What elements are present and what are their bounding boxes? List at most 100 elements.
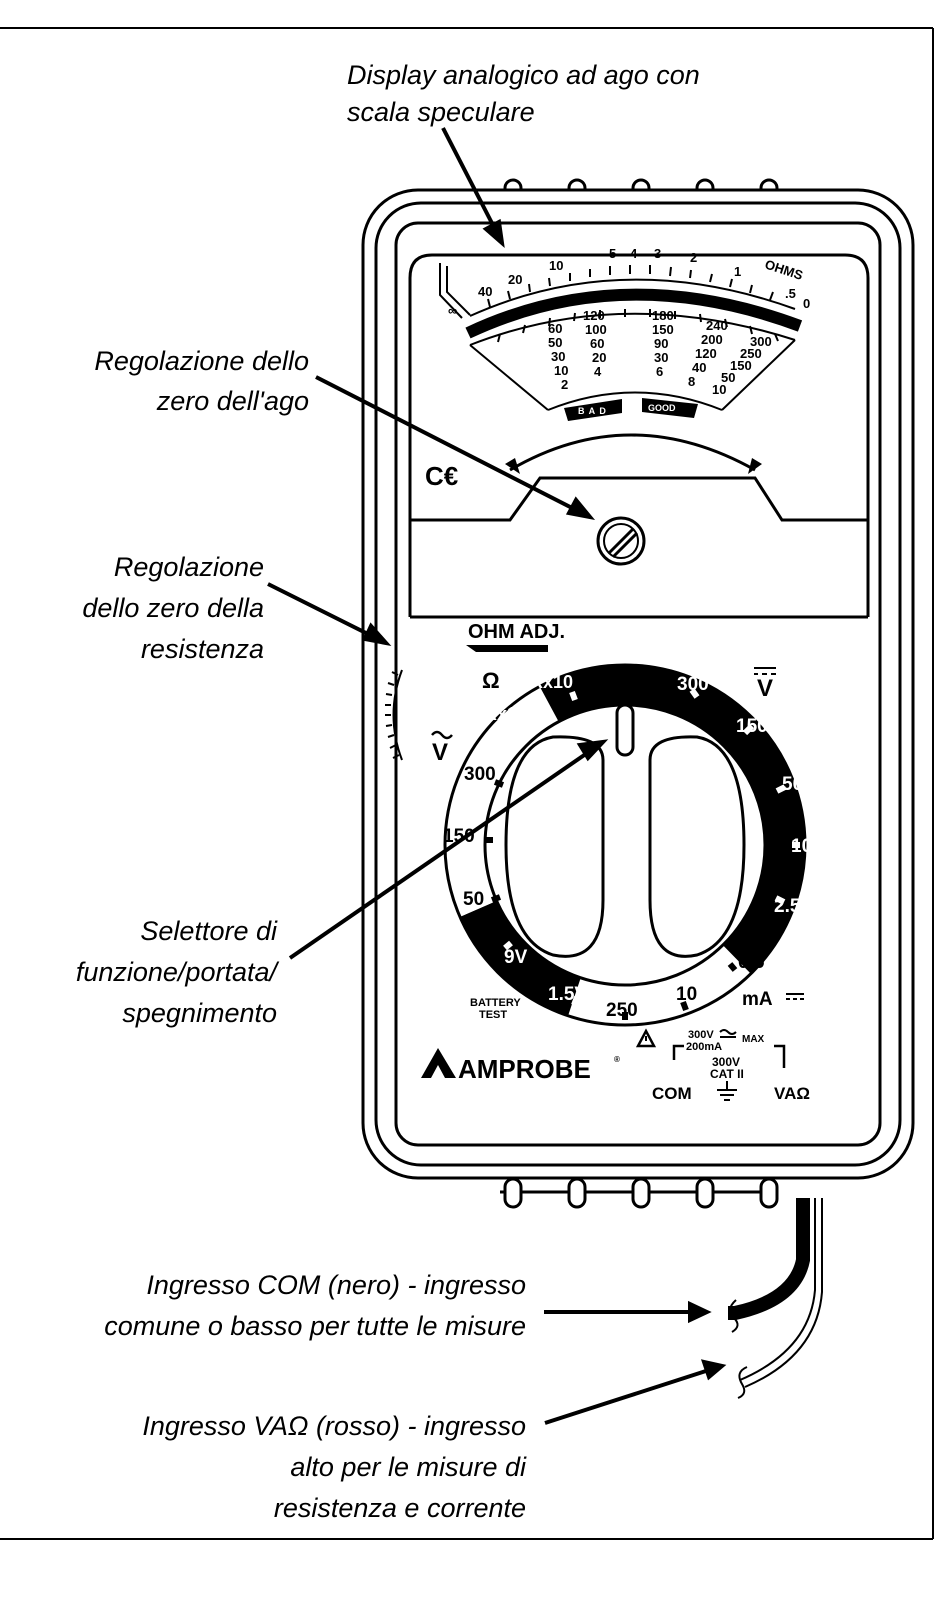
scale-value: 150: [652, 322, 674, 337]
dial-dc-150: 150: [736, 716, 768, 737]
selector-line1: Selettore di: [140, 916, 278, 946]
brand-name: AMPROBE: [458, 1054, 591, 1084]
rating-voltage: 300V: [688, 1029, 714, 1041]
dial-tick-marks: [503, 688, 800, 1007]
dial-labels: OFF Ω Rx10 Rx1k V V 300 150 50 10 2.5 0.…: [431, 667, 812, 1021]
ground-icon: [717, 1081, 737, 1101]
scale-column-2: 120 100 60 20 4: [583, 308, 607, 379]
scale-value: 60: [548, 321, 562, 336]
va-input-callout: Ingresso VAΩ (rosso) - ingresso alto per…: [142, 1411, 527, 1523]
ohm-adj-label: OHM ADJ.: [468, 621, 565, 643]
dial-dc-10: 10: [791, 836, 812, 857]
dial-off: OFF: [607, 670, 649, 693]
com-input-callout: Ingresso COM (nero) - ingresso comune o …: [104, 1270, 526, 1341]
ohm-range-symbol: Ω: [482, 668, 500, 693]
scale-value: 6: [656, 364, 663, 379]
selector-callout: Selettore di funzione/portata/ spegnimen…: [76, 916, 280, 1028]
bottom-strap-loops: [500, 1177, 779, 1209]
ohms-tick-label: 40: [478, 284, 492, 299]
display-window: [408, 253, 870, 619]
leader-arrows: [267, 127, 727, 1425]
scale-column-4: 240 200 120 40 8: [688, 318, 728, 389]
range-dial[interactable]: [443, 663, 807, 1028]
scale-value: 240: [706, 318, 728, 333]
va-input-line3: resistenza e corrente: [274, 1493, 526, 1523]
ohms-tick-label: 5: [609, 246, 616, 261]
scale-value: 120: [583, 308, 605, 323]
ohms-tick-label: 10: [549, 258, 563, 273]
scale-value: 50: [721, 370, 735, 385]
scale-value: 200: [701, 332, 723, 347]
ce-mark: C€: [425, 461, 458, 491]
scale-value: 120: [695, 346, 717, 361]
ohm-adj-thumbwheel[interactable]: [385, 669, 403, 761]
good-label: GOOD: [648, 403, 676, 413]
dial-9v: 9V: [504, 947, 528, 968]
ohms-tick-label: 1: [734, 264, 741, 279]
dc-scale-ticks: [497, 309, 779, 343]
pivot-cover: [509, 433, 756, 472]
mirror-band: [465, 288, 803, 339]
needle-zero-screw[interactable]: [596, 516, 646, 566]
meter-body: [394, 221, 882, 1147]
needle-zero-callout: Regolazione dello zero dell'ago: [94, 346, 309, 416]
needle: [439, 263, 471, 319]
va-input-line1: Ingresso VAΩ (rosso) - ingresso: [142, 1411, 526, 1441]
cat-voltage: 300V: [712, 1055, 740, 1069]
ohms-tick-label: .5: [785, 286, 796, 301]
ohms-tick-label: 2: [690, 250, 697, 265]
scale-value: 10: [712, 382, 726, 397]
scale-fan-edge: [469, 339, 796, 411]
display-callout: Display analogico ad ago con scala specu…: [347, 60, 700, 127]
scale-value: 180: [652, 308, 674, 323]
dial-rx1k: Rx1k: [484, 704, 528, 724]
scale-value: 30: [654, 350, 668, 365]
scale-column-5: 300 250 150 50 10: [712, 334, 772, 397]
ohms-tick-label: 0: [803, 296, 810, 311]
scale-value: 8: [688, 374, 695, 389]
dial-dc-300: 300: [677, 674, 709, 695]
scale-value: 250: [740, 346, 762, 361]
dial-tick-marks-dark: [485, 779, 738, 1020]
scale-value: 2: [561, 377, 568, 392]
needle-zero-line2: zero dell'ago: [156, 386, 309, 416]
dial-ac-50: 50: [463, 889, 484, 910]
battery-test-line2: TEST: [479, 1009, 507, 1021]
battery-zone: B A D GOOD: [564, 398, 698, 421]
bad-label: B A D: [578, 406, 607, 416]
scale-value: 50: [548, 335, 562, 350]
ohms-arc: [469, 278, 796, 317]
rating-current: 200mA: [686, 1041, 722, 1053]
dial-ma-250: 250: [606, 1000, 638, 1021]
ac-wave-icon: [431, 730, 453, 740]
rating-max: MAX: [742, 1034, 765, 1045]
display-caption-line2: scala speculare: [347, 97, 535, 127]
dial-ac-300: 300: [464, 764, 496, 785]
battery-test-line1: BATTERY: [470, 997, 521, 1009]
holster-inner: [374, 201, 902, 1167]
scale-value: 90: [654, 336, 668, 351]
acv-symbol: V: [432, 739, 448, 766]
com-input-line1: Ingresso COM (nero) - ingresso: [146, 1270, 526, 1300]
scale-column-1: 60 50 30 10 2: [548, 321, 568, 392]
scale-value: 40: [692, 360, 706, 375]
selector-line3: spegnimento: [122, 998, 277, 1028]
ohm-zero-callout: Regolazione dello zero della resistenza: [82, 552, 264, 664]
scale-column-3: 180 150 90 30 6: [652, 308, 674, 379]
com-lead-black: [728, 1198, 810, 1320]
ohm-zero-line1: Regolazione: [114, 552, 264, 582]
dial-dc-2-5: 2.5: [774, 896, 801, 917]
scale-value: 20: [592, 350, 606, 365]
dc-bar-icon: [754, 667, 776, 675]
scale-value: 10: [554, 363, 568, 378]
battery-arc: [547, 391, 723, 411]
scale-value: 30: [551, 349, 565, 364]
va-input-line2: alto per le misure di: [290, 1452, 527, 1482]
registered-mark: ®: [614, 1055, 620, 1064]
dial-ac-150: 150: [443, 826, 475, 847]
dc-scale-labels: 60 50 30 10 2 120 100 60 20 4 180 150 90…: [548, 308, 772, 397]
scale-value: 4: [594, 364, 602, 379]
dcv-symbol: V: [757, 675, 773, 702]
dial-1-5v: 1.5V: [548, 984, 587, 1005]
